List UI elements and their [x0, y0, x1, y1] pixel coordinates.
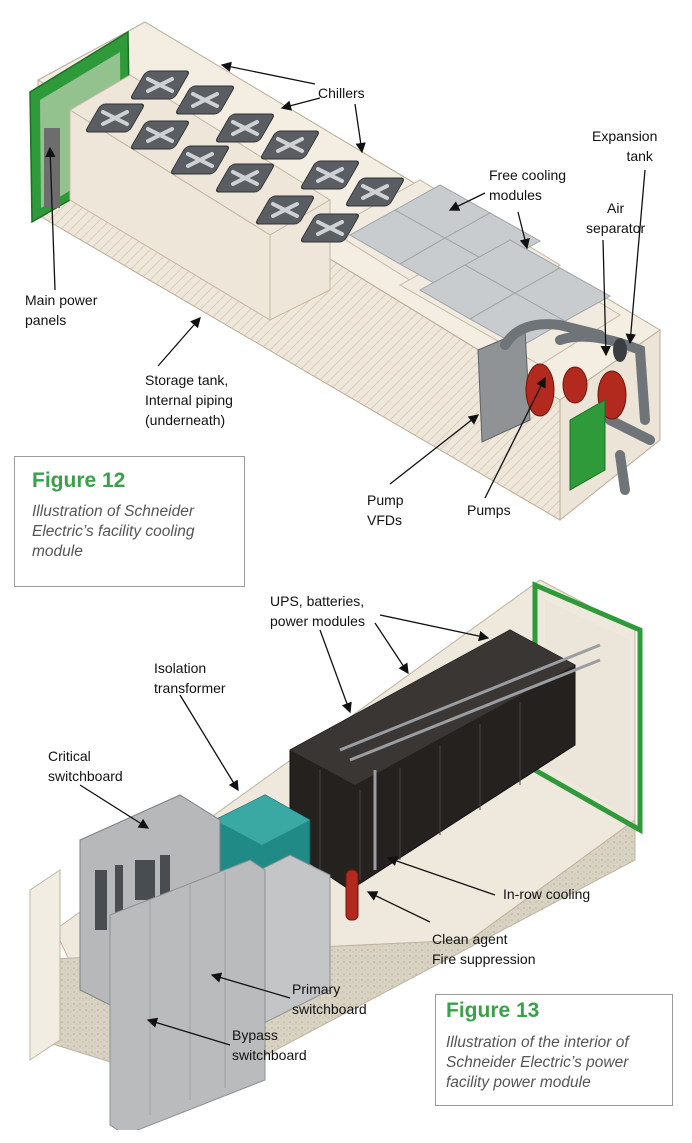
- label-mpp-line1: Main power: [25, 292, 98, 308]
- figure12-caption-line2: Electric’s facility cooling: [32, 523, 195, 540]
- label-iso-line2: transformer: [154, 680, 226, 696]
- label-clean-line2: Fire suppression: [432, 951, 536, 967]
- label-storage-tank: Storage tank, Internal piping (underneat…: [145, 370, 233, 430]
- label-crit-line2: switchboard: [48, 768, 123, 784]
- figure12-title: Figure 12: [32, 469, 126, 492]
- figure13-caption-box: Figure 13 Illustration of the interior o…: [435, 994, 673, 1106]
- fig12-arrows: [45, 61, 646, 499]
- label-chillers: Chillers: [318, 85, 365, 101]
- label-in-row-cooling: In-row cooling: [503, 886, 591, 902]
- label-free-cooling-line2: modules: [489, 187, 542, 203]
- bypass-switchboard: [109, 859, 266, 1130]
- figure13-caption-line1: Illustration of the interior of: [446, 1034, 629, 1051]
- label-main-power-panels: Main power panels: [25, 290, 97, 330]
- container-left-wall: [29, 869, 61, 1061]
- label-crit-line1: Critical: [48, 748, 91, 764]
- label-isolation-transformer: Isolation transformer: [154, 658, 226, 698]
- label-air-separator: Air separator: [586, 198, 645, 238]
- label-pumps: Pumps: [467, 502, 511, 518]
- figure12-caption-line3: module: [32, 543, 83, 560]
- label-pump-vfds: Pump VFDs: [367, 490, 404, 530]
- figure13-caption-line3: facility power module: [446, 1074, 591, 1091]
- label-iso-line1: Isolation: [154, 660, 207, 676]
- figure12-caption-box: Figure 12 Illustration of Schneider Elec…: [14, 456, 245, 587]
- cooling-module-illustration: [29, 21, 661, 522]
- power-module-illustration: [29, 579, 643, 1130]
- label-storage-line2: Internal piping: [145, 392, 233, 408]
- label-storage-line1: Storage tank,: [145, 372, 229, 388]
- fig13-arrows: [79, 614, 496, 1046]
- label-clean-line1: Clean agent: [432, 931, 508, 947]
- label-ups-line1: UPS, batteries,: [270, 593, 365, 609]
- label-clean-agent: Clean agent Fire suppression: [432, 929, 536, 969]
- label-mpp-line2: panels: [25, 312, 67, 328]
- label-primary-switchboard: Primary switchboard: [292, 979, 367, 1019]
- fire-suppression-cylinder: [345, 869, 359, 921]
- label-ups-line2: power modules: [270, 613, 365, 629]
- label-free-cooling: Free cooling modules: [489, 165, 566, 205]
- free-cooling-grids: [348, 184, 612, 348]
- label-prim-line2: switchboard: [292, 1001, 367, 1017]
- label-air-line2: separator: [586, 220, 646, 236]
- label-bypass-line1: Bypass: [232, 1027, 278, 1043]
- label-expansion-line2: tank: [626, 148, 653, 164]
- label-vfd-line2: VFDs: [367, 512, 402, 528]
- figure13-caption: Illustration of the interior of Schneide…: [446, 1033, 629, 1093]
- expansion-tank: [613, 338, 627, 362]
- label-free-cooling-line1: Free cooling: [489, 167, 567, 183]
- label-bypass-switchboard: Bypass switchboard: [232, 1025, 307, 1065]
- figure13-title: Figure 13: [446, 999, 540, 1022]
- label-critical-switchboard: Critical switchboard: [48, 746, 123, 786]
- label-storage-line3: (underneath): [145, 412, 226, 428]
- label-prim-line1: Primary: [292, 981, 341, 997]
- figure12-caption: Illustration of Schneider Electric’s fac…: [32, 502, 195, 562]
- piping: [500, 319, 655, 495]
- label-bypass-line2: switchboard: [232, 1047, 307, 1063]
- label-expansion-line1: Expansion: [592, 128, 658, 144]
- figure13-caption-line2: Schneider Electric’s power: [446, 1054, 629, 1071]
- figure12-caption-line1: Illustration of Schneider: [32, 503, 194, 520]
- label-vfd-line1: Pump: [367, 492, 404, 508]
- label-ups: UPS, batteries, power modules: [270, 591, 365, 631]
- label-air-line1: Air: [607, 200, 625, 216]
- label-expansion-tank: Expansion tank: [592, 126, 657, 166]
